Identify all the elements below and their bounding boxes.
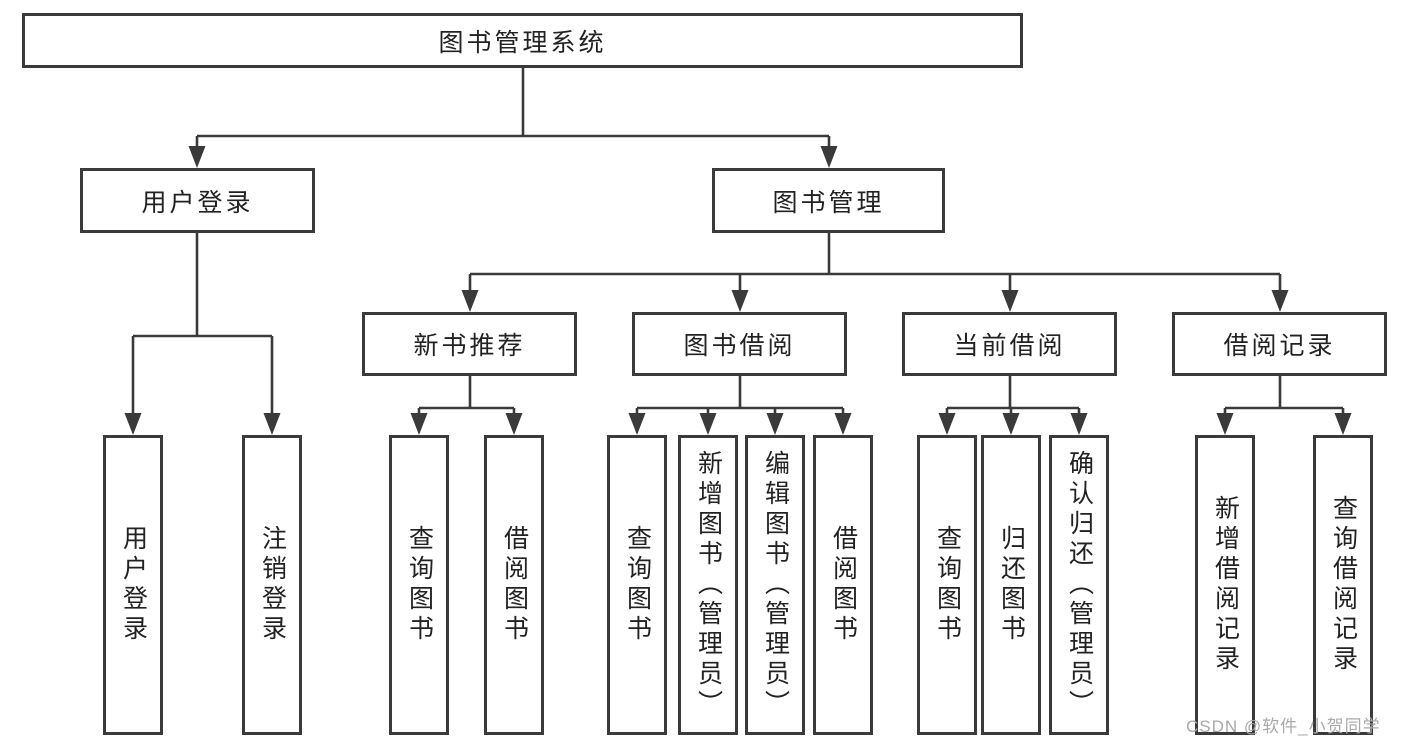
node-label: 新书推荐 bbox=[413, 332, 526, 360]
csdn-watermark: CSDN @软件_小贺同学 bbox=[1186, 717, 1381, 736]
node-label: 新增借阅记录 bbox=[1211, 495, 1240, 675]
node-label: 图书借阅 bbox=[683, 332, 796, 360]
node-borrowing-records: 借阅记录 bbox=[1172, 312, 1387, 376]
leaf-node-query-books-recommend: 查询图书 bbox=[389, 435, 449, 735]
leaf-node-query-borrow-record: 查询借阅记录 bbox=[1313, 435, 1373, 735]
leaf-node-add-borrow-record: 新增借阅记录 bbox=[1195, 435, 1255, 735]
node-label: 编辑图书（管理员） bbox=[761, 450, 790, 720]
arrowheads bbox=[124, 146, 1352, 435]
node-label: 查询图书 bbox=[405, 525, 434, 645]
node-new-book-recommendation: 新书推荐 bbox=[362, 312, 577, 376]
node-label: 借阅记录 bbox=[1223, 332, 1336, 360]
node-label: 归还图书 bbox=[997, 525, 1026, 645]
node-label: 用户登录 bbox=[141, 188, 254, 217]
node-library-management-system: 图书管理系统 bbox=[22, 13, 1023, 68]
leaf-node-query-books-borrowing: 查询图书 bbox=[607, 435, 667, 735]
node-label: 借阅图书 bbox=[500, 525, 529, 645]
node-label: 查询图书 bbox=[933, 525, 962, 645]
leaf-node-query-books-current: 查询图书 bbox=[917, 435, 977, 735]
node-label: 注销登录 bbox=[258, 525, 287, 645]
node-label: 图书管理系统 bbox=[438, 28, 607, 57]
node-label: 用户登录 bbox=[119, 525, 148, 645]
node-label: 借阅图书 bbox=[829, 525, 858, 645]
node-label: 查询借阅记录 bbox=[1329, 495, 1358, 675]
leaf-node-add-book-admin: 新增图书（管理员） bbox=[678, 435, 738, 735]
node-book-management: 图书管理 bbox=[712, 168, 945, 233]
leaf-node-return-books: 归还图书 bbox=[981, 435, 1041, 735]
leaf-node-edit-book-admin: 编辑图书（管理员） bbox=[745, 435, 805, 735]
leaf-node-borrow-books-recommend: 借阅图书 bbox=[484, 435, 544, 735]
node-label: 确认归还（管理员） bbox=[1065, 450, 1094, 720]
node-label: 当前借阅 bbox=[953, 332, 1066, 360]
leaf-node-user-login: 用户登录 bbox=[103, 435, 163, 735]
node-user-login: 用户登录 bbox=[80, 168, 315, 233]
node-label: 图书管理 bbox=[772, 188, 885, 217]
node-label: 查询图书 bbox=[623, 525, 652, 645]
leaf-node-borrow-books-borrowing: 借阅图书 bbox=[813, 435, 873, 735]
node-book-borrowing: 图书借阅 bbox=[632, 312, 847, 376]
leaf-node-logout: 注销登录 bbox=[242, 435, 302, 735]
node-label: 新增图书（管理员） bbox=[694, 450, 723, 720]
leaf-node-confirm-return-admin: 确认归还（管理员） bbox=[1049, 435, 1109, 735]
node-current-borrowing: 当前借阅 bbox=[902, 312, 1117, 376]
